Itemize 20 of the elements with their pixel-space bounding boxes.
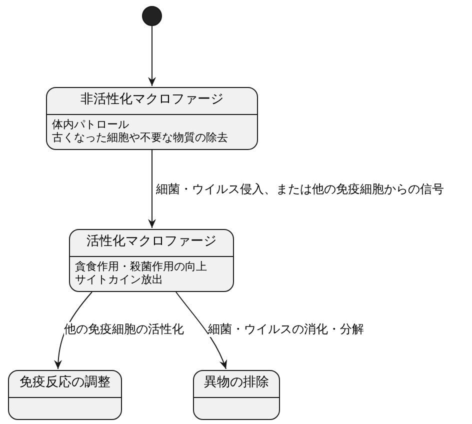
- edge-label: 他の免疫細胞の活性化: [64, 322, 184, 337]
- state-box: [46, 87, 258, 150]
- state-box: [193, 370, 280, 420]
- start-circle: [142, 6, 162, 26]
- state-title: 免疫反応の調整: [18, 374, 112, 392]
- state-box: [8, 370, 122, 420]
- state-title: 非活性化マクロファージ: [80, 91, 224, 109]
- arrow: [54, 292, 92, 370]
- arrow: [148, 26, 156, 86]
- state-description: 体内パトロール: [52, 118, 130, 131]
- state-box: [69, 229, 234, 292]
- edge-label: 細菌・ウイルスの消化・分解: [208, 322, 364, 337]
- state-title: 異物の排除: [203, 374, 270, 392]
- arrow: [176, 292, 227, 370]
- edge-label: 細菌・ウイルス侵入、または他の免疫細胞からの信号: [156, 182, 444, 197]
- arrow: [148, 150, 156, 228]
- state-description: 古くなった細胞や不要な物質の除去: [52, 131, 229, 144]
- state-description: 貪食作用・殺菌作用の向上: [75, 260, 208, 273]
- state-description: サイトカイン放出: [75, 273, 164, 286]
- state-title: 活性化マクロファージ: [86, 233, 218, 251]
